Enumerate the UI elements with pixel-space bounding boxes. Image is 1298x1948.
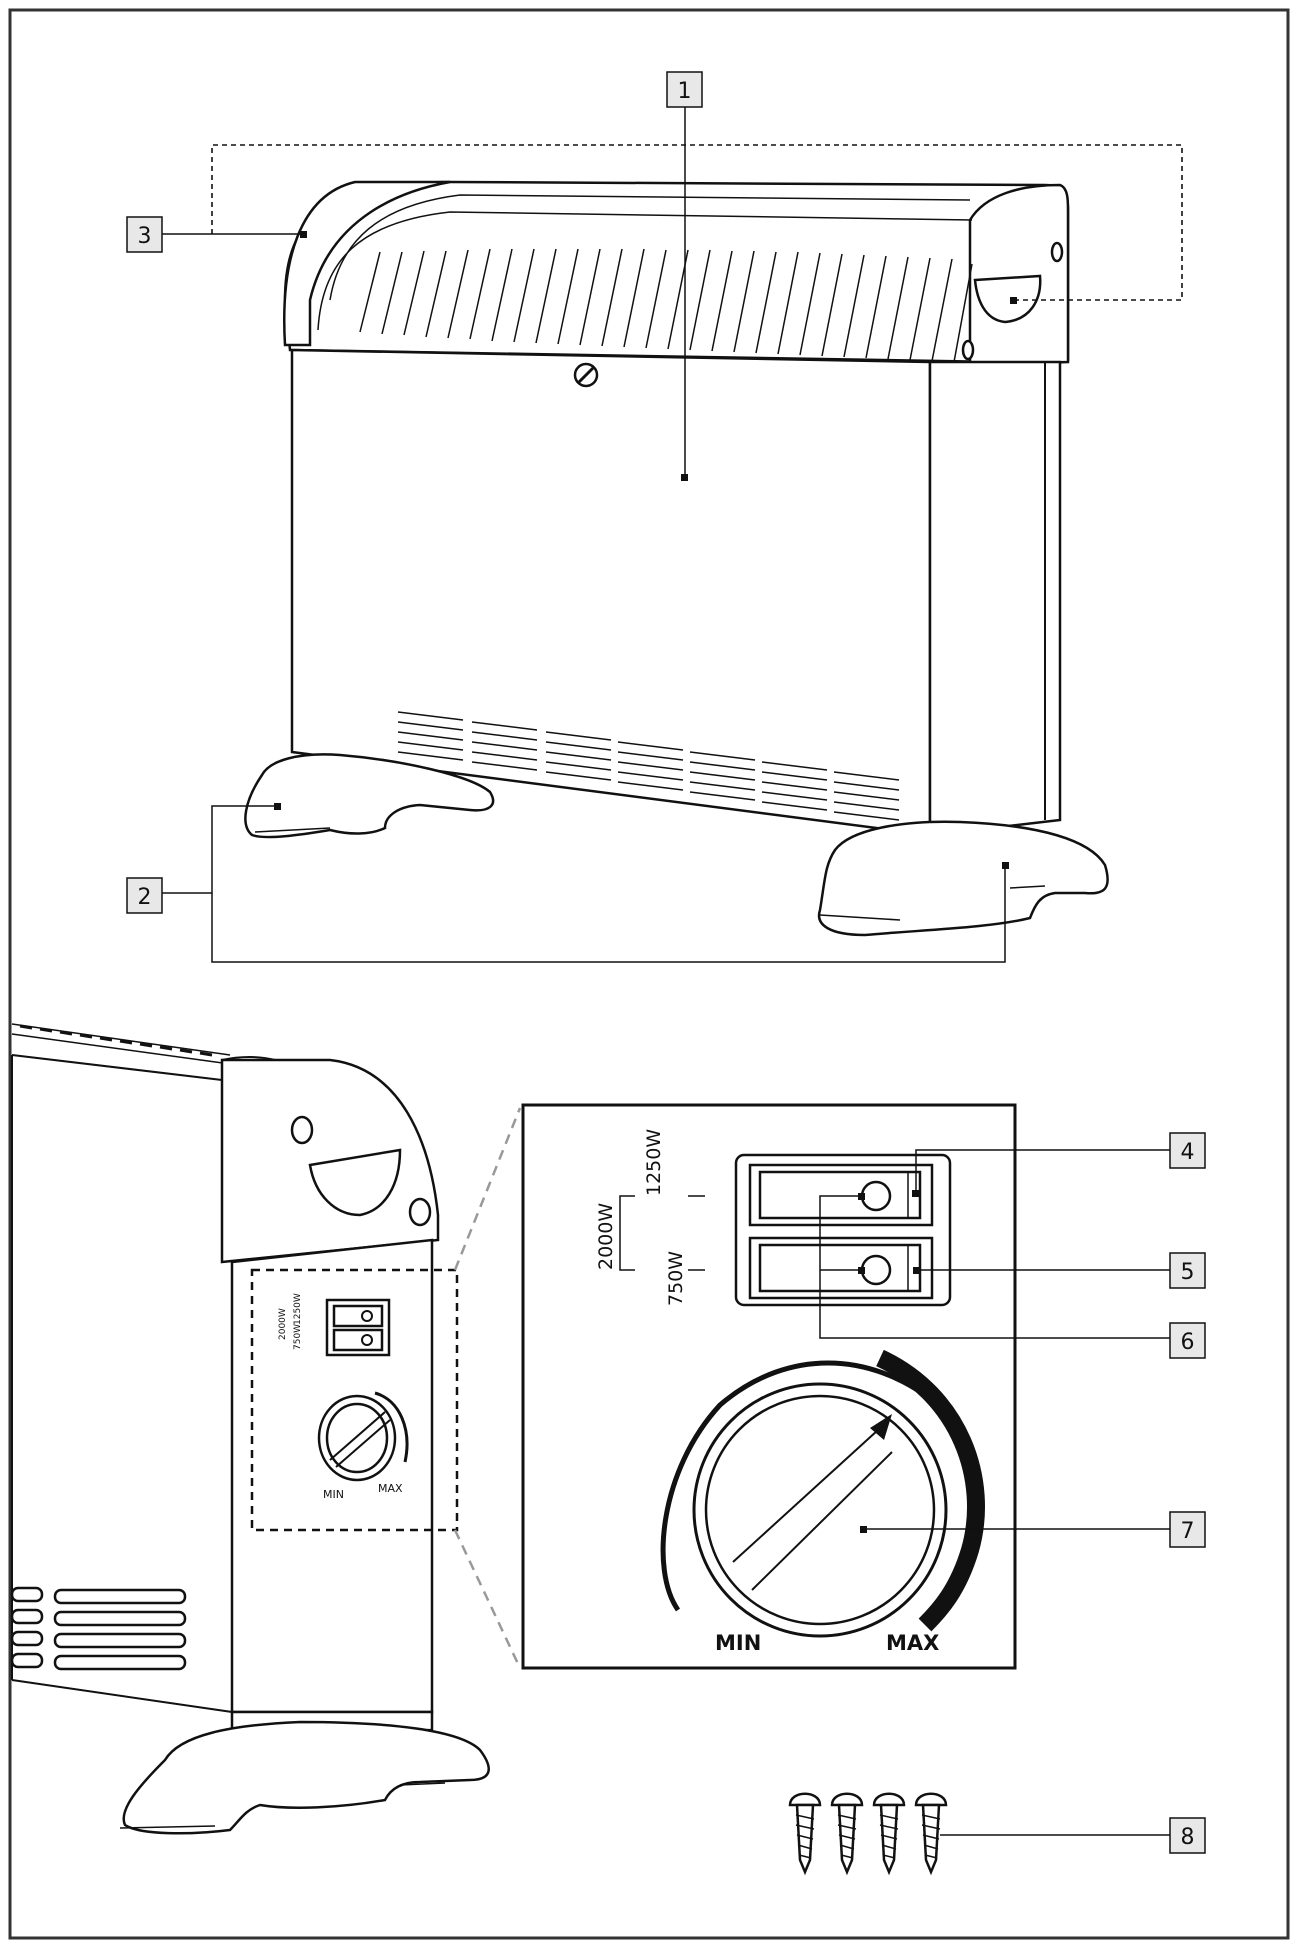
top-grille-slots [317,194,973,363]
svg-text:7: 7 [1181,1519,1195,1544]
control-area-highlight [250,1268,459,1532]
power-switch-750w [748,1236,934,1300]
svg-text:MAX: MAX [378,1482,403,1495]
mounting-screws [788,1792,948,1876]
callout-4: 4 [912,1132,1206,1197]
label-min: MIN [715,1631,761,1655]
label-1250w: 1250W [643,1129,665,1196]
svg-text:8: 8 [1181,1825,1195,1850]
carry-handle-icon [973,274,1042,324]
callout-7: 7 [860,1511,1206,1548]
svg-text:750W: 750W [293,1324,303,1350]
side-foot [122,1720,490,1835]
callout-8: 8 [940,1817,1206,1854]
side-handle-icon [308,1148,402,1217]
safety-symbol-icon [573,362,599,388]
svg-text:4: 4 [1181,1140,1195,1165]
callout-2: 2 [126,803,1009,963]
zoom-line-bottom [453,1529,522,1669]
lower-vents [397,711,900,821]
label-max: MAX [886,1631,939,1655]
zoom-line-top [453,1107,522,1271]
svg-text:5: 5 [1181,1260,1195,1285]
heater-side-view: 2000W 1250W 750W MIN MAX [10,1023,490,1835]
heater-full-view [244,180,1109,937]
callout-3: 3 [126,144,1183,304]
label-750w: 750W [665,1251,687,1306]
control-panel-zoom: 2000W 1250W 750W MIN MAX [521,1103,1017,1670]
thermostat-dial: MIN MAX [660,1349,985,1655]
svg-text:MIN: MIN [323,1488,344,1501]
svg-text:3: 3 [138,224,152,249]
svg-text:2: 2 [138,885,152,910]
screw-icon [830,1792,864,1876]
svg-text:1: 1 [678,79,692,104]
callout-6: 6 [819,1193,1206,1359]
side-vents [10,1586,187,1671]
page-frame [8,8,1290,1940]
svg-text:2000W: 2000W [278,1308,288,1340]
screw-icon [914,1792,948,1876]
label-2000w: 2000W [595,1203,617,1270]
right-foot [817,820,1109,937]
svg-text:1250W: 1250W [293,1293,303,1325]
callout-1: 1 [666,71,703,481]
left-foot [244,753,495,839]
callout-5: 5 [913,1252,1206,1289]
screw-icon [872,1792,906,1876]
screw-icon [788,1792,822,1876]
svg-text:6: 6 [1181,1330,1195,1355]
power-switch-1250w [748,1163,934,1227]
